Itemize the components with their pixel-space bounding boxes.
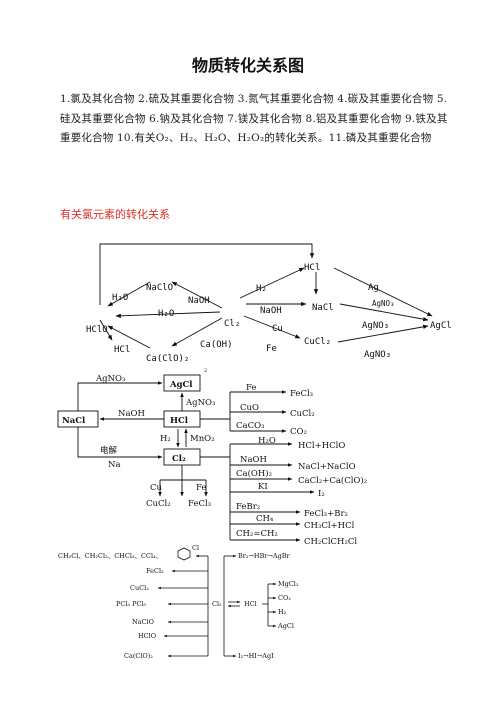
label-h2: H₂: [256, 284, 267, 294]
label-agcl: AgCl: [430, 321, 452, 331]
label-ki: KI: [258, 482, 268, 492]
box-agcl: [163, 374, 201, 392]
label-nacl: NaCl: [312, 303, 334, 313]
intro-paragraph: 1.氯及其化合物 2.硫及其重要化合物 3.氮气其重要化合物 4.碳及其重要化合…: [60, 93, 448, 144]
label-caclo2: Ca(ClO)₂: [146, 354, 189, 364]
label-cl2: Cl₂: [224, 319, 240, 329]
label-caoh2: Ca(OH)₂: [236, 468, 272, 479]
label-caoh: Ca(OH): [200, 340, 233, 350]
label-cl2: Cl₂: [172, 454, 186, 464]
label-na: Na: [108, 460, 121, 470]
label-agcl: AgCl: [277, 622, 294, 630]
label-hclo: HClO: [138, 632, 156, 640]
label-h2: H₂: [278, 608, 287, 616]
section-heading: 有关氯元素的转化关系: [60, 208, 170, 221]
label-ch4: CH₄: [256, 514, 274, 524]
label-dianjie: 电解: [100, 445, 118, 456]
label-h2: H₂: [160, 434, 171, 444]
label-fe: Fe: [266, 344, 277, 354]
label-tiny2: 2: [204, 368, 207, 374]
label-naoh-b: NaOH: [260, 306, 282, 316]
label-mgcl2: MgCl₂: [278, 580, 299, 588]
label-agno3-c: AgNO₃: [364, 350, 391, 360]
label-nacl: NaCl: [62, 416, 86, 426]
label-agno3-b: AgNO₃: [362, 321, 389, 331]
label-h2o: H₂O: [258, 436, 276, 446]
label-febr2: FeBr₂: [236, 502, 260, 512]
label-cuo: CuO: [240, 403, 259, 413]
label-nacl-naclo: NaCl+NaClO: [298, 462, 356, 472]
label-cucl2: CuCl₂: [130, 584, 149, 592]
label-br2-chain: Br₂→HBr→AgBr: [238, 552, 291, 560]
label-naclo: NaClO: [132, 618, 154, 626]
label-ch2ch2: CH₂=CH₂: [236, 529, 278, 539]
label-ch3cl-hcl: CH₃Cl+HCl: [304, 521, 355, 531]
label-cucl2-a: CuCl₂: [290, 409, 315, 419]
label-i2-chain: I₂→HI→AgI: [238, 652, 274, 660]
label-cucl2-bottom: CuCl₂: [146, 499, 171, 509]
benzene-ring-icon: [177, 547, 191, 561]
label-caclo2: Ca(ClO)₂: [124, 652, 153, 660]
label-cucl2: CuCl₂: [304, 337, 331, 347]
label-fe-bottom: Fe: [196, 483, 206, 493]
label-h2o-b: H₂O: [158, 309, 174, 319]
label-i2: I₂: [318, 489, 325, 499]
label-agno3-mid: AgNO₃: [185, 398, 215, 408]
label-hclo: HClO: [86, 325, 108, 335]
label-mno2: MnO₂: [190, 434, 215, 444]
label-agno3-top: AgNO₃: [95, 374, 125, 384]
label-cu-bottom: Cu: [150, 483, 163, 493]
label-naoh-left: NaOH: [118, 409, 145, 419]
label-fecl3-br2: FeCl₃+Br₂: [304, 509, 348, 519]
label-hcl-a: HCl: [114, 345, 130, 355]
label-chlorides: CH₃Cl、CH₂Cl₂、CHCl₃、CCl₄、: [58, 552, 162, 560]
label-fecl3-bottom: FeCl₃: [188, 499, 211, 509]
label-pcl: PCl₃ PCl₅: [116, 600, 147, 608]
label-caco3: CaCO₃: [236, 421, 264, 431]
label-chlorobenzene-cl: Cl: [192, 544, 199, 552]
label-naoh: NaOH: [240, 455, 267, 465]
label-hcl-b: HCl: [304, 263, 320, 273]
label-ch2clch2cl: CH₂ClCH₂Cl: [304, 537, 357, 547]
label-hcl-hclo: HCl+HClO: [298, 441, 345, 451]
label-cu: Cu: [272, 324, 283, 334]
label-hcl: HCl: [170, 416, 189, 426]
label-co2: CO₂: [278, 594, 291, 602]
label-naclo: NaClO: [146, 283, 173, 293]
label-hcl: HCl: [244, 600, 257, 608]
label-co2: CO₂: [290, 427, 307, 437]
label-ag: Ag: [368, 283, 379, 293]
label-fecl3-a: FeCl₃: [290, 389, 313, 399]
label-fe: Fe: [246, 383, 256, 393]
label-cl2: Cl₂: [212, 600, 222, 608]
label-agno3-a: AgNO₃: [372, 299, 395, 308]
label-fecl3: FeCl₃: [146, 567, 164, 575]
label-h2o-a: H₂O: [112, 293, 128, 303]
label-naoh-a: NaOH: [188, 296, 210, 306]
page-title: 物质转化关系图: [191, 56, 304, 75]
label-cacl2-caclo2: CaCl₂+Ca(ClO)₂: [298, 475, 367, 486]
label-agcl: AgCl: [169, 380, 193, 390]
